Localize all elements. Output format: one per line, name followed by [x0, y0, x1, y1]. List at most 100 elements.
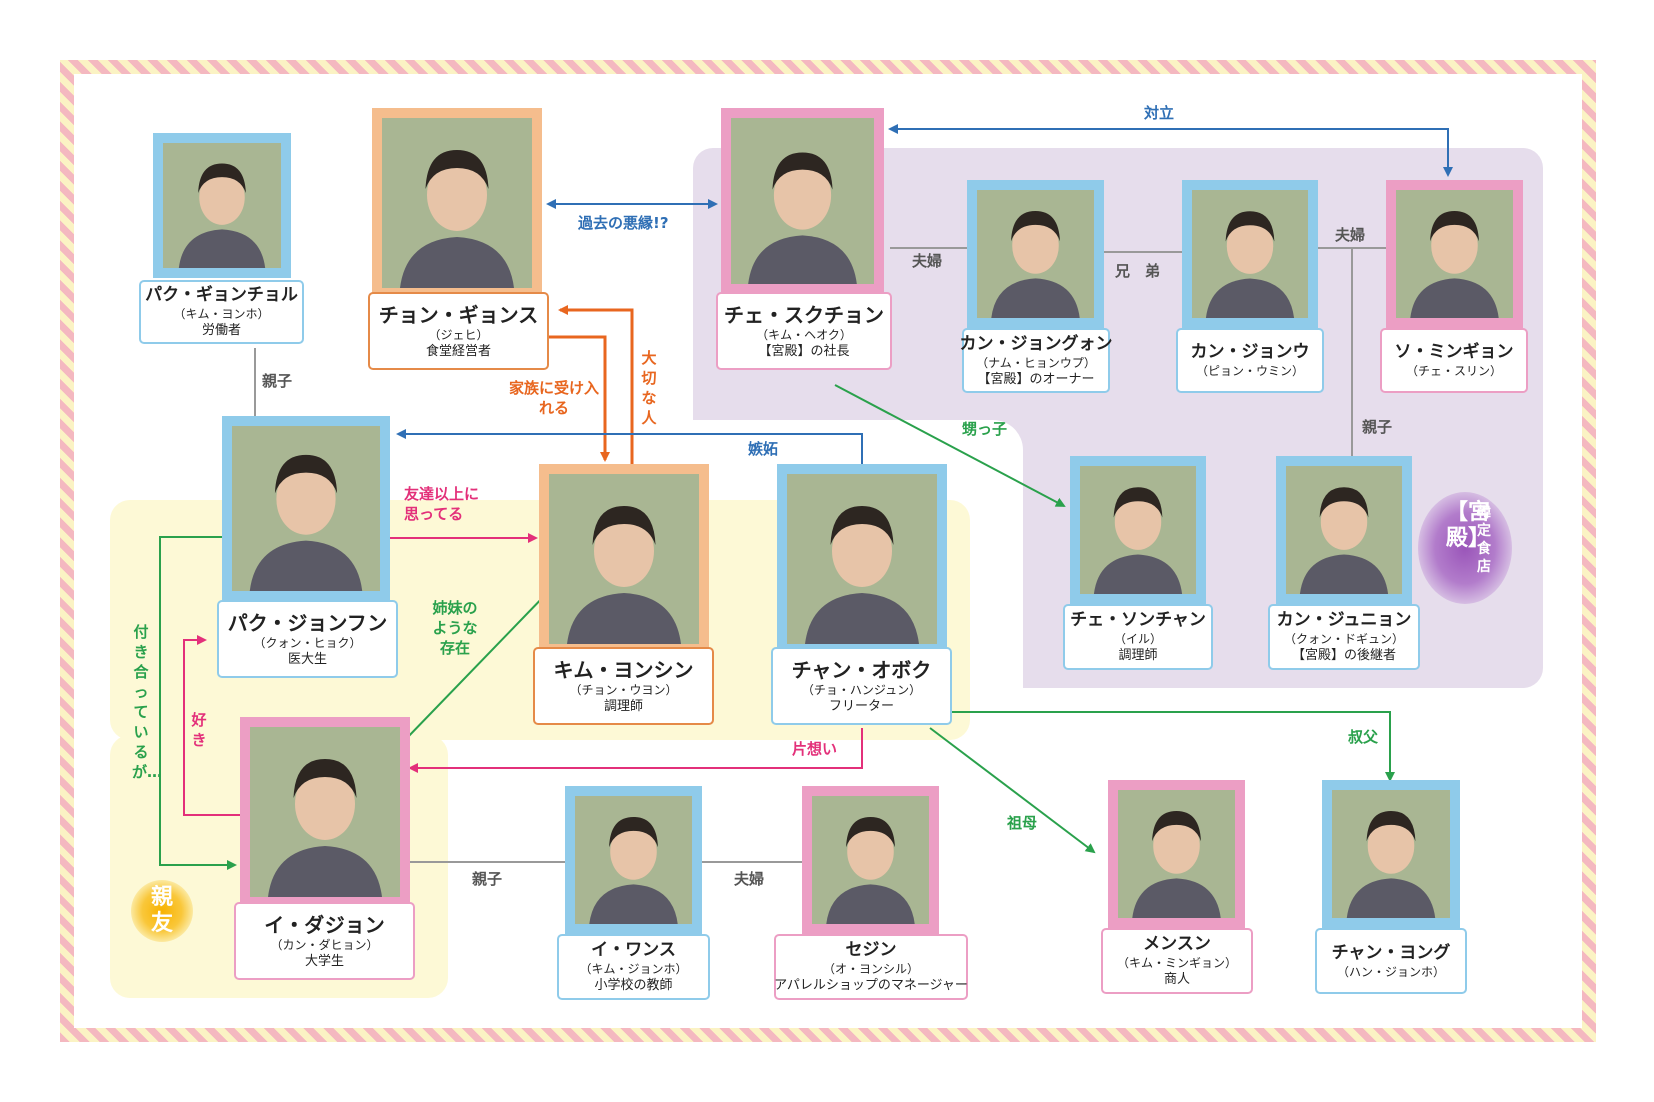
person-silhouette-icon [400, 150, 514, 288]
label-unrequited: 片想い [792, 740, 838, 758]
label-parent-child-kang: 親子 [1362, 418, 1393, 436]
role: フリーター [828, 698, 894, 714]
person-silhouette-icon [991, 210, 1080, 318]
actor: （キム・ヨンホ） [173, 307, 270, 321]
label-past-bad-karma: 過去の悪縁!? [578, 214, 669, 232]
actor: （クォン・ドギュン） [1283, 632, 1404, 646]
person-silhouette-icon [1346, 810, 1436, 918]
card-kim-yeongsin: キム・ヨンシン （チョン・ウヨン） 調理師 [533, 647, 714, 725]
line-nephew [834, 384, 1066, 507]
card-kang-jeonggwon: カン・ジョングォン （ナム・ヒョンウプ） 【宮殿】のオーナー [959, 328, 1113, 393]
actor: （キム・ジョンホ） [579, 962, 688, 976]
line-accept-family [538, 335, 610, 462]
person-silhouette-icon [1410, 210, 1499, 318]
portrait-lee-dajeong [240, 717, 410, 907]
label-accept-family: 家族に受け入れる [508, 379, 599, 417]
portrait-choi-seongchan [1070, 456, 1206, 604]
actor: （キム・ヘオク） [756, 327, 852, 342]
line-dating [159, 536, 237, 870]
role: 調理師 [603, 698, 643, 714]
label-important-person: 大切な人 [641, 349, 657, 427]
actor: （クォン・ヒョク） [253, 635, 362, 650]
palace-group-badge: 【宮殿】 韓定食店 [1418, 492, 1512, 604]
name: ソ・ミンギョン [1394, 342, 1514, 362]
actor: （キム・ミンギョン） [1116, 956, 1237, 970]
role: 小学校の教師 [594, 978, 673, 993]
person-silhouette-icon [567, 506, 681, 644]
label-uncle: 叔父 [1348, 728, 1379, 746]
line-likes [183, 635, 242, 816]
name: カン・ジョングォン [959, 333, 1113, 354]
name: カン・ジュニョン [1276, 610, 1412, 630]
card-kang-jeongu: カン・ジョンウ （ピョン・ウミン） [1176, 328, 1324, 393]
label-parent-child-lee: 親子 [472, 870, 503, 888]
card-jeong-gyeongsu: チョン・ギョンス （ジェヒ） 食堂経営者 [368, 292, 549, 370]
name: チェ・ソンチャン [1070, 610, 1206, 630]
label-nephew: 甥っ子 [962, 420, 1008, 438]
person-silhouette-icon [1093, 487, 1183, 594]
person-silhouette-icon [1132, 810, 1221, 918]
label-parent-child-park: 親子 [262, 372, 293, 390]
label-couple-lee-sejin: 夫婦 [734, 870, 765, 888]
portrait-jang-obok [777, 464, 947, 654]
card-jang-obok: チャン・オボク （チョ・ハンジュン） フリーター [771, 647, 952, 725]
actor: （チョン・ウヨン） [569, 682, 678, 697]
person-silhouette-icon [805, 506, 919, 644]
portrait-kim-yeongsin [539, 464, 709, 654]
line-like-sisters [404, 589, 551, 741]
actor: （カン・ダヒョン） [270, 937, 379, 952]
line-conflict [888, 124, 1453, 177]
person-silhouette-icon [748, 152, 857, 284]
palace-group-subtitle: 韓定食店 [1477, 505, 1491, 575]
role: 大学生 [304, 953, 344, 969]
label-brothers: 兄 弟 [1115, 262, 1161, 280]
actor: （ジェヒ） [428, 327, 489, 342]
role: 調理師 [1118, 648, 1158, 663]
label-dating: 付き合っているが… [132, 623, 163, 781]
person-silhouette-icon [249, 454, 363, 591]
name: カン・ジョンウ [1190, 342, 1310, 362]
portrait-jang-yonggu [1322, 780, 1460, 928]
person-silhouette-icon [589, 816, 678, 924]
actor: （オ・ヨンシル） [822, 962, 919, 976]
line-unrequited [408, 728, 863, 773]
card-choi-sukcheon: チェ・スクチョン （キム・ヘオク） 【宮殿】の社長 [716, 292, 892, 370]
name: イ・ワンス [591, 940, 676, 960]
actor: （イル） [1113, 632, 1162, 646]
card-lee-dajeong: イ・ダジョン （カン・ダヒョン） 大学生 [234, 902, 415, 980]
friends-group-title: 親友 [150, 885, 173, 936]
friends-group-badge: 親友 [131, 880, 193, 942]
actor: （ナム・ヒョンウプ） [976, 355, 1096, 370]
palace-group-title: 【宮殿】 [1446, 500, 1491, 551]
name: イ・ダジョン [264, 912, 385, 937]
role: 商人 [1163, 972, 1190, 987]
card-so-mingyeong: ソ・ミンギョン （チェ・スリン） [1380, 328, 1528, 393]
label-grandmother: 祖母 [1007, 814, 1038, 832]
label-couple-kang-so: 夫婦 [1335, 226, 1366, 244]
label-conflict: 対立 [1144, 104, 1175, 122]
actor: （チョ・ハンジュン） [801, 682, 922, 697]
role: 食堂経営者 [425, 343, 491, 359]
name: チェ・スクチョン [724, 302, 884, 327]
name: パク・ジョンフン [227, 610, 388, 635]
portrait-jeong-gyeongsu [372, 108, 542, 298]
card-park-gyeongcheol: パク・ギョンチョル （キム・ヨンホ） 労働者 [139, 280, 304, 344]
card-kang-junyeong: カン・ジュニョン （クォン・ドギュン） 【宮殿】の後継者 [1268, 604, 1420, 670]
role: 【宮殿】の後継者 [1291, 648, 1396, 663]
card-park-jeonghun: パク・ジョンフン （クォン・ヒョク） 医大生 [217, 600, 398, 678]
card-lee-wonsu: イ・ワンス （キム・ジョンホ） 小学校の教師 [557, 934, 710, 1000]
role: アパレルショップのマネージャー [774, 978, 968, 993]
name: チャン・ヨング [1331, 942, 1451, 963]
role: 労働者 [201, 323, 241, 338]
line-grandmother [929, 727, 1096, 854]
portrait-kang-jeonggwon [967, 180, 1104, 328]
portrait-sejin [802, 786, 939, 934]
portrait-lee-wonsu [565, 786, 702, 934]
person-silhouette-icon [1205, 211, 1295, 318]
name: メンスン [1143, 934, 1211, 954]
card-jang-yonggu: チャン・ヨング （ハン・ジョンホ） [1315, 928, 1467, 994]
person-silhouette-icon [178, 163, 266, 268]
portrait-kang-jeongu [1182, 180, 1318, 328]
portrait-so-mingyeong [1386, 180, 1523, 328]
